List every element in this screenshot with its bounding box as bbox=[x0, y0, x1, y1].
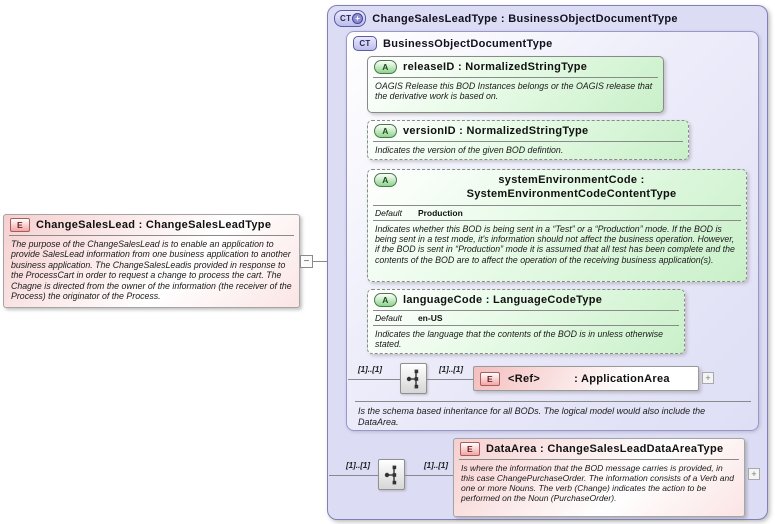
divider bbox=[373, 141, 683, 142]
sequence-compositor-icon[interactable] bbox=[400, 363, 427, 394]
complextype-container[interactable]: CT + ChangeSalesLeadType : BusinessObjec… bbox=[327, 5, 768, 520]
ref-type: : ApplicationArea bbox=[574, 372, 670, 385]
expand-toggle[interactable]: + bbox=[748, 468, 760, 480]
collapse-toggle[interactable]: − bbox=[300, 255, 313, 268]
element-title: DataArea : ChangeSalesLeadDataAreaType bbox=[486, 443, 724, 455]
element-box-applicationarea-ref[interactable]: E <Ref> : ApplicationArea bbox=[473, 366, 699, 391]
attribute-icon: A bbox=[374, 173, 397, 187]
cardinality-label: [1]..[1] bbox=[346, 461, 370, 470]
divider bbox=[9, 235, 294, 236]
cardinality-label: [1]..[1] bbox=[424, 461, 448, 470]
default-label: Default bbox=[375, 313, 402, 323]
element-header: E DataArea : ChangeSalesLeadDataAreaType bbox=[454, 439, 744, 459]
attribute-title: versionID : NormalizedStringType bbox=[403, 125, 589, 137]
attribute-box-systemenvironmentcode[interactable]: A systemEnvironmentCode : SystemEnvironm… bbox=[367, 169, 747, 282]
sequence-glyph bbox=[406, 369, 418, 388]
divider bbox=[373, 325, 679, 326]
attribute-description: Indicates whether this BOD is being sent… bbox=[375, 223, 735, 265]
attribute-icon: A bbox=[374, 124, 397, 138]
element-description: The purpose of the ChangeSalesLead is to… bbox=[11, 239, 292, 301]
element-header: E ChangeSalesLead : ChangeSalesLeadType bbox=[4, 215, 299, 235]
attribute-icon: A bbox=[374, 293, 397, 307]
attribute-title: releaseID : NormalizedStringType bbox=[403, 61, 588, 73]
basetype-container[interactable]: CT BusinessObjectDocumentType A releaseI… bbox=[346, 31, 759, 431]
divider bbox=[373, 310, 679, 311]
attribute-box-releaseid[interactable]: A releaseID : NormalizedStringType OAGIS… bbox=[367, 56, 664, 113]
default-row: Default en-US bbox=[368, 311, 684, 325]
default-label: Default bbox=[375, 207, 402, 218]
attribute-description: Indicates the version of the given BOD d… bbox=[375, 145, 564, 155]
attribute-header: A versionID : NormalizedStringType bbox=[368, 121, 688, 141]
element-icon: E bbox=[10, 218, 30, 232]
sequence-glyph bbox=[384, 465, 396, 484]
basetype-description: Is the schema based inheritance for all … bbox=[358, 406, 706, 427]
attribute-box-versionid[interactable]: A versionID : NormalizedStringType Indic… bbox=[367, 120, 689, 160]
divider bbox=[459, 459, 739, 460]
divider bbox=[355, 401, 751, 402]
complextype-header: CT + ChangeSalesLeadType : BusinessObjec… bbox=[328, 6, 767, 31]
attribute-icon: A bbox=[374, 60, 397, 74]
basetype-header: CT BusinessObjectDocumentType bbox=[347, 32, 758, 55]
ct-label: CT bbox=[340, 14, 352, 23]
attribute-header: A systemEnvironmentCode : SystemEnvironm… bbox=[368, 170, 746, 205]
attribute-box-languagecode[interactable]: A languageCode : LanguageCodeType Defaul… bbox=[367, 289, 685, 354]
attribute-title: systemEnvironmentCode : SystemEnvironmen… bbox=[466, 174, 677, 201]
connector-line bbox=[313, 261, 327, 262]
default-row: Default Production bbox=[368, 206, 746, 220]
element-icon: E bbox=[480, 371, 500, 386]
expand-toggle[interactable]: + bbox=[702, 372, 714, 384]
ref-name: <Ref> bbox=[508, 372, 541, 385]
cardinality-label: [1]..[1] bbox=[439, 365, 463, 374]
element-icon: E bbox=[460, 442, 480, 456]
element-title: ChangeSalesLead : ChangeSalesLeadType bbox=[36, 219, 272, 231]
divider bbox=[373, 219, 741, 221]
plus-badge-icon: + bbox=[352, 13, 364, 24]
cardinality-label: [1]..[1] bbox=[358, 365, 382, 374]
complextype-plus-icon: CT + bbox=[334, 10, 367, 27]
attribute-description: Indicates the language that the contents… bbox=[375, 329, 664, 350]
attribute-title: languageCode : LanguageCodeType bbox=[403, 294, 603, 306]
divider bbox=[373, 204, 741, 206]
element-description: Is where the information that the BOD me… bbox=[461, 463, 734, 504]
attribute-description: OAGIS Release this BOD Instances belongs… bbox=[375, 81, 653, 102]
attribute-header: A languageCode : LanguageCodeType bbox=[368, 290, 684, 310]
element-box-dataarea[interactable]: E DataArea : ChangeSalesLeadDataAreaType… bbox=[453, 438, 745, 517]
attribute-header: A releaseID : NormalizedStringType bbox=[368, 57, 663, 77]
default-value: en-US bbox=[417, 313, 443, 323]
divider bbox=[373, 77, 658, 78]
complextype-icon: CT bbox=[353, 36, 377, 51]
element-box-changesaleslead[interactable]: E ChangeSalesLead : ChangeSalesLeadType … bbox=[3, 214, 300, 308]
complextype-title: ChangeSalesLeadType : BusinessObjectDocu… bbox=[372, 12, 678, 25]
default-value: Production bbox=[417, 207, 463, 218]
sequence-compositor-icon[interactable] bbox=[378, 459, 405, 490]
basetype-title: BusinessObjectDocumentType bbox=[383, 37, 553, 50]
